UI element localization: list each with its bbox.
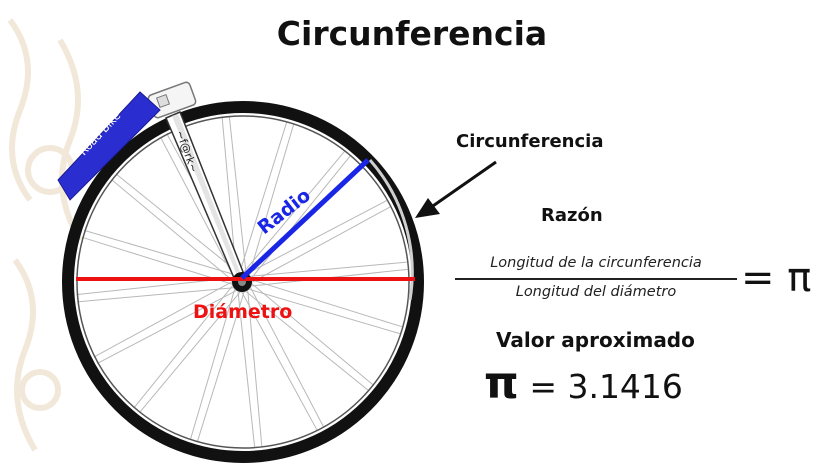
wheel-spoke <box>84 229 244 278</box>
diameter-label: Diámetro <box>193 301 292 323</box>
ratio-equals-pi: = π <box>741 255 812 301</box>
pointer-arrow-head <box>415 198 440 218</box>
wheel-spoke <box>77 286 243 303</box>
ratio-numerator: Longitud de la circunferencia <box>490 255 702 271</box>
wheel-spoke <box>160 137 238 285</box>
bike-frame-tube <box>57 91 161 201</box>
wheel-tire <box>62 101 424 463</box>
wheel-spoke <box>238 151 345 279</box>
wheel-spoke <box>97 286 245 364</box>
wheel-spoke <box>245 155 351 286</box>
ratio-denominator: Longitud del diámetro <box>515 284 677 300</box>
wheel-spoke <box>237 284 318 431</box>
wheel-spokes <box>76 116 408 448</box>
wheel-spoke <box>115 173 246 279</box>
wheel-spoke <box>244 206 391 287</box>
wheel-spoke <box>236 282 256 448</box>
wheel-spoke <box>196 283 248 443</box>
page-title: Circunferencia <box>276 14 548 53</box>
circumference-label: Circunferencia <box>456 131 604 152</box>
wheel-rim <box>76 115 410 449</box>
wheel-spoke <box>236 121 288 281</box>
pointer-arrow-shaft <box>429 160 497 210</box>
wheel-spoke <box>239 200 387 278</box>
pi-approx-value: π = 3.1416 <box>484 362 683 409</box>
fraction-bar <box>455 278 737 280</box>
radius-line <box>240 158 370 280</box>
wheel-spoke <box>133 278 239 409</box>
wheel-spoke <box>238 285 369 391</box>
bike-fork <box>147 81 248 286</box>
fork-label: ~f@rk~ <box>173 129 200 175</box>
pi-number: = 3.1416 <box>529 367 683 406</box>
wheel-spoke <box>245 278 373 385</box>
wheel-spoke <box>189 280 238 440</box>
wheel-spoke <box>246 281 263 447</box>
wheel-spoke <box>93 277 240 358</box>
wheel-spoke <box>246 279 324 427</box>
wheel-spoke <box>228 116 248 282</box>
wheel-spoke <box>241 261 407 278</box>
wheel-spoke <box>111 179 239 286</box>
wheel-spoke <box>139 285 246 413</box>
approx-heading: Valor aproximado <box>496 328 695 352</box>
wheel-spoke <box>246 124 295 284</box>
tire-highlight <box>368 159 414 301</box>
ratio-heading: Razón <box>541 205 603 226</box>
wheel-spoke <box>243 276 403 328</box>
pi-symbol: π <box>484 358 519 409</box>
watermark-pattern <box>7 18 83 452</box>
wheel-spoke <box>240 286 400 335</box>
